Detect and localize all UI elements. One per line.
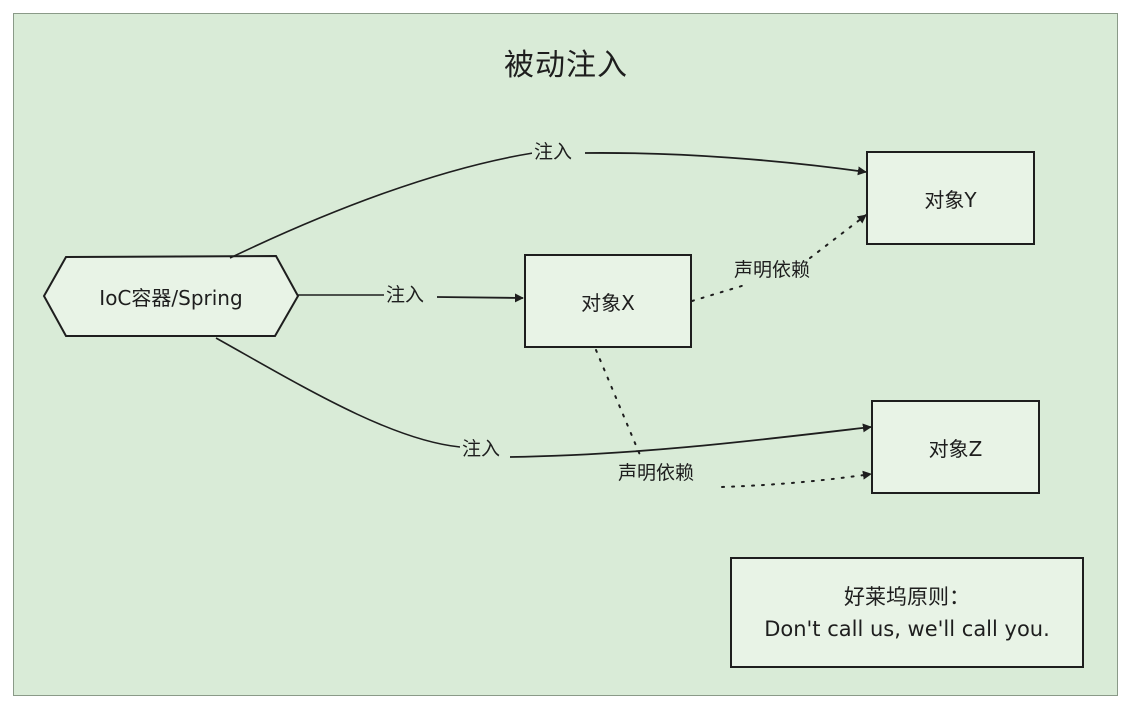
object-y-node[interactable]: 对象Y (866, 151, 1035, 245)
edge-depend-y-tail (809, 214, 867, 259)
edge-depend-z (595, 349, 641, 456)
edge-inject-y (229, 152, 534, 259)
edge-label-depend-z: 声明依赖 (616, 462, 697, 484)
note-quote: Don't call us, we'll call you. (764, 616, 1050, 641)
edge-inject-z-tail (509, 423, 872, 458)
ioc-container-node[interactable] (42, 254, 300, 337)
object-z-node[interactable]: 对象Z (871, 400, 1040, 494)
edge-inject-x-tail (436, 293, 524, 303)
edge-inject-z (215, 337, 461, 448)
edge-label-inject-z: 注入 (460, 438, 503, 460)
edge-label-inject-y: 注入 (532, 141, 575, 163)
object-z-label: 对象Z (928, 436, 983, 461)
edge-label-depend-y: 声明依赖 (732, 259, 813, 281)
edge-depend-y (691, 284, 746, 302)
diagram-title: 被动注入 (504, 48, 628, 83)
edge-label-inject-x: 注入 (384, 284, 427, 306)
hollywood-principle-note: 好莱坞原则： Don't call us, we'll call you. (730, 557, 1084, 668)
object-x-label: 对象X (581, 290, 635, 315)
object-x-node[interactable]: 对象X (524, 254, 692, 348)
edge-depend-z-tail (721, 470, 872, 488)
object-y-label: 对象Y (924, 187, 977, 212)
ioc-container-label: IoC容器/Spring (99, 285, 243, 310)
edge-inject-y-tail (584, 152, 867, 176)
note-title: 好莱坞原则： (844, 584, 970, 609)
